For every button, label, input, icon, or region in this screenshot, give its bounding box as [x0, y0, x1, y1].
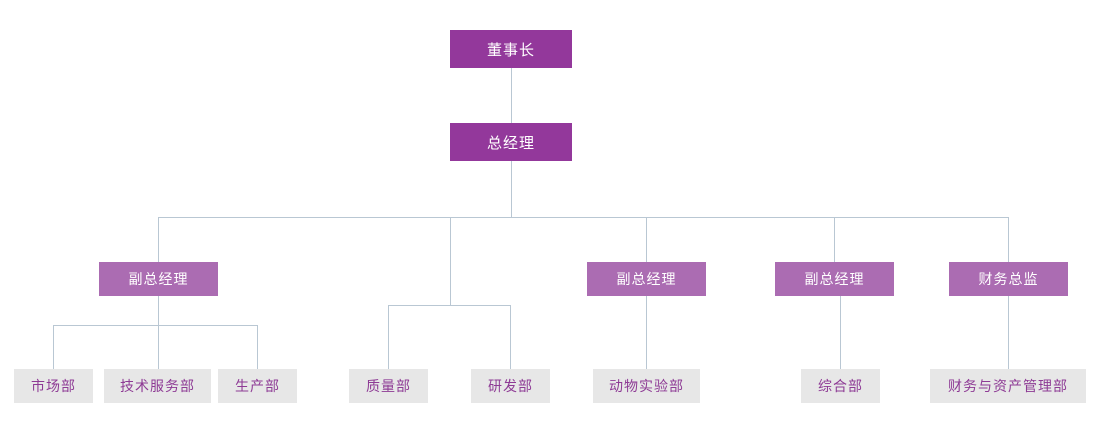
- connector-to-finance-asset-dept: [1008, 296, 1009, 369]
- node-deputy-general-manager-1[interactable]: 副总经理: [99, 262, 218, 296]
- connector-deputy-1-bar: [53, 325, 258, 326]
- connector-bus-to-quality-rd-branch: [450, 217, 451, 305]
- node-general-manager[interactable]: 总经理: [450, 123, 572, 161]
- node-rd-dept[interactable]: 研发部: [471, 369, 550, 403]
- connector-bus-to-deputy-1: [158, 217, 159, 262]
- node-chairman[interactable]: 董事长: [450, 30, 572, 68]
- connector-to-rd-dept: [510, 305, 511, 369]
- connector-to-general-affairs-dept: [840, 296, 841, 369]
- connector-bus-to-deputy-3: [834, 217, 835, 262]
- connector-deputy-1-stem: [158, 296, 159, 325]
- connector-to-marketing-dept: [53, 325, 54, 369]
- node-finance-director[interactable]: 财务总监: [949, 262, 1068, 296]
- connector-to-tech-service-dept: [158, 325, 159, 369]
- node-animal-lab-dept[interactable]: 动物实验部: [593, 369, 700, 403]
- node-tech-service-dept[interactable]: 技术服务部: [104, 369, 211, 403]
- connector-bus-to-deputy-2: [646, 217, 647, 262]
- connector-to-production-dept: [257, 325, 258, 369]
- connector-to-quality-dept: [388, 305, 389, 369]
- node-marketing-dept[interactable]: 市场部: [14, 369, 93, 403]
- connector-chairman-to-gm: [511, 68, 512, 123]
- node-deputy-general-manager-3[interactable]: 副总经理: [775, 262, 894, 296]
- node-production-dept[interactable]: 生产部: [218, 369, 297, 403]
- node-quality-dept[interactable]: 质量部: [349, 369, 428, 403]
- connector-bus-to-finance-director: [1008, 217, 1009, 262]
- connector-gm-to-bus: [511, 161, 512, 218]
- node-finance-asset-dept[interactable]: 财务与资产管理部: [930, 369, 1086, 403]
- node-general-affairs-dept[interactable]: 综合部: [801, 369, 880, 403]
- connector-main-bus: [158, 217, 1009, 218]
- connector-quality-rd-bar: [388, 305, 511, 306]
- connector-to-animal-lab-dept: [646, 296, 647, 369]
- node-deputy-general-manager-2[interactable]: 副总经理: [587, 262, 706, 296]
